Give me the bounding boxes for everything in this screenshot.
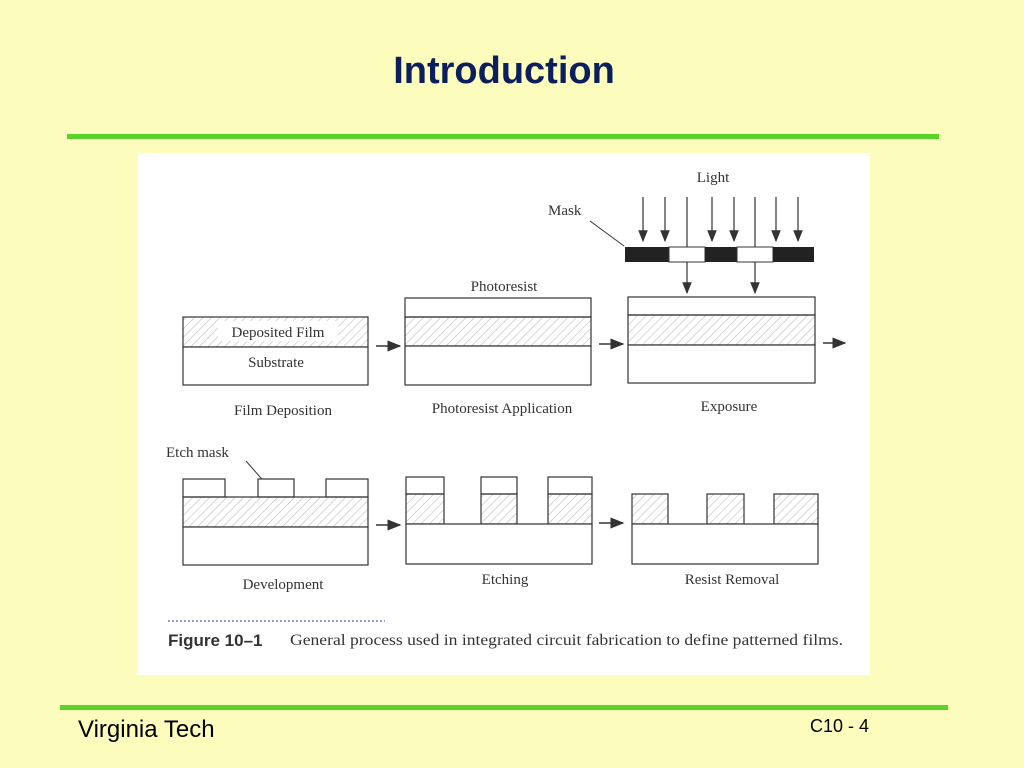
film-layer <box>182 496 369 528</box>
step-label-film-deposition: Film Deposition <box>234 403 332 419</box>
step-label-etching: Etching <box>482 572 529 588</box>
mask-label: Mask <box>548 203 582 219</box>
step-resist-removal: Resist Removal <box>631 493 819 588</box>
step-development: Etch mask Development <box>166 445 369 593</box>
film-block <box>547 493 593 525</box>
resist-block <box>257 478 295 498</box>
photoresist-layer <box>404 297 592 318</box>
photoresist-label: Photoresist <box>471 279 539 295</box>
mask-clear-segment <box>736 246 774 263</box>
substrate-layer <box>182 346 369 386</box>
title-divider <box>67 134 939 139</box>
film-layer <box>404 316 592 347</box>
slide-number: C10 - 4 <box>810 716 870 736</box>
step-label-photoresist-application: Photoresist Application <box>432 401 573 417</box>
film-block <box>480 493 518 525</box>
mask-opaque-segment <box>625 247 669 262</box>
mask-clear-segment <box>668 246 706 263</box>
resist-block <box>182 478 226 498</box>
resist-block <box>405 476 445 495</box>
mask-pointer <box>589 220 625 247</box>
light-label: Light <box>697 170 730 186</box>
resist-block <box>480 476 518 495</box>
label-backdrop <box>218 321 338 341</box>
step-etching: Etching <box>405 476 593 588</box>
step-label-exposure: Exposure <box>701 399 758 415</box>
resist-block <box>325 478 369 498</box>
film-block <box>773 493 819 525</box>
film-block <box>706 493 745 525</box>
film-block <box>405 493 445 525</box>
etch-mask-label: Etch mask <box>166 445 229 461</box>
step-label-resist-removal: Resist Removal <box>685 572 780 588</box>
film-block <box>631 493 669 525</box>
substrate-label: Substrate <box>248 355 304 371</box>
substrate-layer <box>405 523 593 565</box>
mask-opaque-segment <box>705 247 737 262</box>
step-film-deposition: Deposited Film Substrate Film Deposition <box>182 316 369 419</box>
caption-figure-number: Figure 10–1 <box>168 631 263 650</box>
step-exposure: Light Mask Expo <box>548 170 816 415</box>
mask-opaque-segment <box>773 247 814 262</box>
substrate-layer <box>631 523 819 565</box>
light-arrows <box>638 197 803 295</box>
photomask <box>625 246 814 263</box>
caption-text: General process used in integrated circu… <box>290 632 843 649</box>
film-layer <box>627 314 816 346</box>
substrate-layer <box>627 344 816 384</box>
footer-divider <box>60 705 948 710</box>
slide-title: Introduction <box>393 50 615 92</box>
footer-institution: Virginia Tech <box>78 716 215 743</box>
substrate-layer <box>182 526 369 566</box>
step-label-development: Development <box>243 577 325 593</box>
resist-block <box>547 476 593 495</box>
process-diagram: Deposited Film Substrate Film Deposition… <box>166 170 847 650</box>
substrate-layer <box>404 345 592 386</box>
deposited-film-label: Deposited Film <box>232 325 325 341</box>
step-photoresist-application: Photoresist Photoresist Application <box>404 279 592 417</box>
photoresist-layer <box>627 296 816 316</box>
process-figure: Deposited Film Substrate Film Deposition… <box>138 153 870 675</box>
